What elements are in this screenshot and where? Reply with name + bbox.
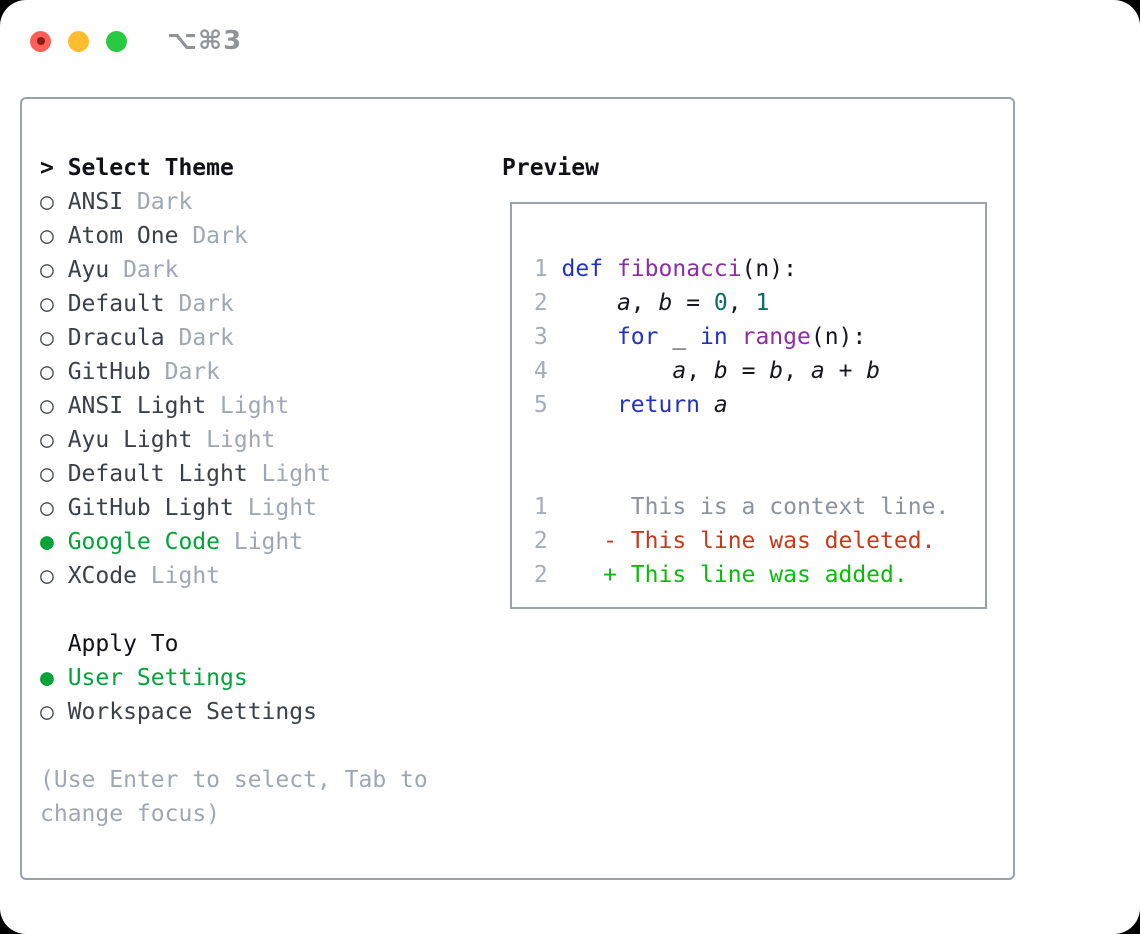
radio-unselected-icon: ○ [40, 291, 54, 317]
apply-to-option[interactable]: ○ Workspace Settings [40, 695, 502, 729]
option-variant: Light [220, 529, 304, 555]
option-label: Google Code [67, 529, 221, 555]
radio-unselected-icon: ○ [40, 495, 54, 521]
option-label: ANSI [67, 189, 124, 215]
option-label: GitHub Light [67, 495, 234, 521]
theme-option[interactable]: ○ Ayu Dark [40, 253, 502, 287]
theme-option[interactable]: ○ Dracula Dark [40, 321, 502, 355]
option-variant: Light [206, 393, 290, 419]
theme-option[interactable]: ○ GitHub Light Light [40, 491, 502, 525]
option-label: Default Light [67, 461, 248, 487]
titlebar: ⌥⌘3 [0, 0, 1140, 56]
radio-unselected-icon: ○ [40, 393, 54, 419]
option-variant: Dark [150, 359, 221, 385]
option-variant: Dark [164, 325, 234, 351]
radio-unselected-icon: ○ [40, 325, 54, 351]
theme-list-title: Select Theme [67, 155, 234, 181]
theme-option[interactable]: ● Google Code Light [40, 525, 502, 559]
help-text: (Use Enter to select, Tab to change focu… [40, 767, 428, 827]
option-label: GitHub [67, 359, 151, 385]
prompt-icon: > [40, 155, 54, 181]
option-variant: Dark [123, 189, 193, 215]
radio-unselected-icon: ○ [40, 359, 54, 385]
code-line: 3 for _ in range(n): [520, 324, 867, 350]
document-edited-dot-icon [36, 37, 45, 45]
theme-option[interactable]: ○ XCode Light [40, 559, 502, 593]
code-line: 1 This is a context line. [520, 494, 950, 520]
option-variant: Dark [109, 257, 179, 283]
option-label: Ayu [67, 257, 110, 283]
traffic-lights [30, 30, 127, 52]
apply-to-options: ● User Settings ○ Workspace Settings [40, 661, 502, 729]
theme-option[interactable]: ○ ANSI Dark [40, 185, 502, 219]
code-line [520, 456, 985, 490]
option-variant: Light [192, 427, 276, 453]
code-line: 2 + This line was added. [520, 562, 908, 588]
minimize-button[interactable] [68, 30, 89, 52]
radio-unselected-icon: ○ [40, 461, 54, 487]
theme-option[interactable]: ○ Default Light Light [40, 457, 502, 491]
close-button[interactable] [30, 30, 51, 52]
theme-options: ○ ANSI Dark ○ Atom One Dark ○ Ayu Dark ○ Defaul… [40, 185, 502, 593]
radio-unselected-icon: ○ [40, 189, 54, 215]
radio-unselected-icon: ○ [40, 427, 54, 453]
option-variant: Light [233, 495, 317, 521]
option-label: XCode [67, 563, 137, 589]
radio-unselected-icon: ○ [40, 257, 54, 283]
theme-option[interactable]: ○ ANSI Light Light [40, 389, 502, 423]
preview-box: 1 def fibonacci(n): 2 a, b = 0, 1 3 for … [510, 202, 987, 609]
code-line: 1 def fibonacci(n): [520, 256, 797, 282]
radio-unselected-icon: ○ [40, 563, 54, 589]
window-title: ⌥⌘3 [167, 26, 243, 56]
option-label: Ayu Light [67, 427, 193, 453]
option-label: Workspace Settings [67, 699, 317, 725]
theme-option[interactable]: ○ Ayu Light Light [40, 423, 502, 457]
code-line: 2 a, b = 0, 1 [520, 290, 770, 316]
option-variant: Light [247, 461, 331, 487]
code-preview: 1 def fibonacci(n): 2 a, b = 0, 1 3 for … [512, 204, 985, 592]
zoom-button[interactable] [106, 30, 127, 52]
option-label: Atom One [67, 223, 179, 249]
option-variant: Dark [178, 223, 248, 249]
preview-column: Preview 1 def fibonacci(n): 2 a, b = 0, … [502, 151, 1013, 878]
theme-option[interactable]: ○ Atom One Dark [40, 219, 502, 253]
radio-selected-icon: ● [40, 665, 54, 691]
apply-to-option[interactable]: ● User Settings [40, 661, 502, 695]
theme-picker-panel: > Select Theme ○ ANSI Dark ○ Atom One Dark ○ A… [20, 97, 1015, 880]
radio-unselected-icon: ○ [40, 223, 54, 249]
code-line: 4 a, b = b, a + b [520, 358, 881, 384]
option-variant: Dark [164, 291, 234, 317]
option-label: User Settings [67, 665, 248, 691]
theme-option[interactable]: ○ Default Dark [40, 287, 502, 321]
preview-title: Preview [502, 155, 599, 181]
theme-list-header: > Select Theme [40, 151, 502, 185]
option-label: ANSI Light [67, 393, 207, 419]
apply-to-header: Apply To [40, 627, 502, 661]
theme-option[interactable]: ○ GitHub Dark [40, 355, 502, 389]
theme-list-column: > Select Theme ○ ANSI Dark ○ Atom One Dark ○ A… [40, 151, 502, 878]
radio-unselected-icon: ○ [40, 699, 54, 725]
code-line [520, 422, 985, 456]
code-line: 5 return a [520, 392, 728, 418]
code-line: 2 - This line was deleted. [520, 528, 936, 554]
option-label: Dracula [67, 325, 165, 351]
option-label: Default [67, 291, 165, 317]
radio-selected-icon: ● [40, 529, 54, 555]
apply-to-title: Apply To [67, 631, 179, 657]
option-variant: Light [136, 563, 221, 589]
